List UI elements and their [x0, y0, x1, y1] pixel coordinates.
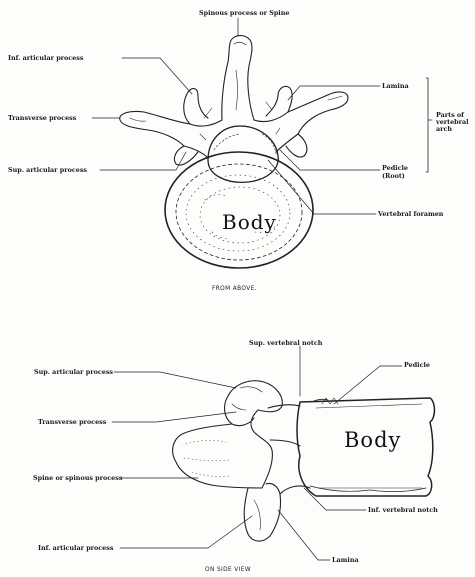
label-body-top: Body	[222, 210, 277, 234]
side-spinous	[173, 424, 262, 488]
label-inf-articular-top: Inf. articular process	[8, 55, 83, 61]
top-inf-articular-left	[184, 89, 208, 124]
label-inf-articular-side: Inf. articular process	[38, 545, 113, 551]
top-leader-lines	[92, 18, 380, 214]
side-pedicle	[268, 405, 300, 446]
label-vertebral-foramen: Vertebral foramen	[378, 211, 443, 217]
side-lamina	[251, 410, 272, 488]
label-pedicle-side: Pedicle	[404, 362, 430, 368]
top-transverse-right	[288, 92, 348, 134]
side-view-drawing	[112, 346, 435, 560]
top-lamina-right	[254, 112, 288, 122]
label-inf-vertebral-notch: Inf. vertebral notch	[368, 507, 438, 513]
label-transverse-side: Transverse process	[38, 419, 106, 425]
top-sup-articular-right	[286, 134, 307, 157]
label-body-side: Body	[344, 428, 401, 452]
label-lamina-top: Lamina	[382, 83, 409, 89]
label-sup-articular-top: Sup. articular process	[8, 167, 87, 173]
label-root: (Root)	[382, 173, 405, 179]
top-transverse-left	[120, 111, 190, 146]
arch-bracket	[426, 78, 432, 172]
label-sup-articular-side: Sup. articular process	[34, 369, 113, 375]
label-pedicle-top: Pedicle	[382, 165, 408, 171]
label-lamina-side: Lamina	[332, 557, 359, 563]
side-leader-lines	[112, 346, 402, 560]
top-lamina-left	[190, 120, 222, 126]
top-spinous-process	[222, 36, 254, 120]
label-sup-vertebral-notch: Sup. vertebral notch	[249, 340, 322, 346]
top-pedicle-right	[276, 134, 298, 152]
label-parts-of-arch: Parts of vertebral arch	[436, 112, 472, 133]
label-spinous-process: Spinous process or Spine	[199, 10, 289, 16]
label-spine-side: Spine or spinous process	[33, 475, 122, 481]
caption-from-above: FROM ABOVE.	[212, 286, 257, 292]
side-transverse	[225, 396, 254, 426]
top-pedicle-left	[184, 146, 208, 158]
label-transverse-top: Transverse process	[8, 115, 76, 121]
caption-side-view: ON SIDE VIEW	[205, 567, 251, 573]
side-inf-articular	[244, 483, 280, 541]
